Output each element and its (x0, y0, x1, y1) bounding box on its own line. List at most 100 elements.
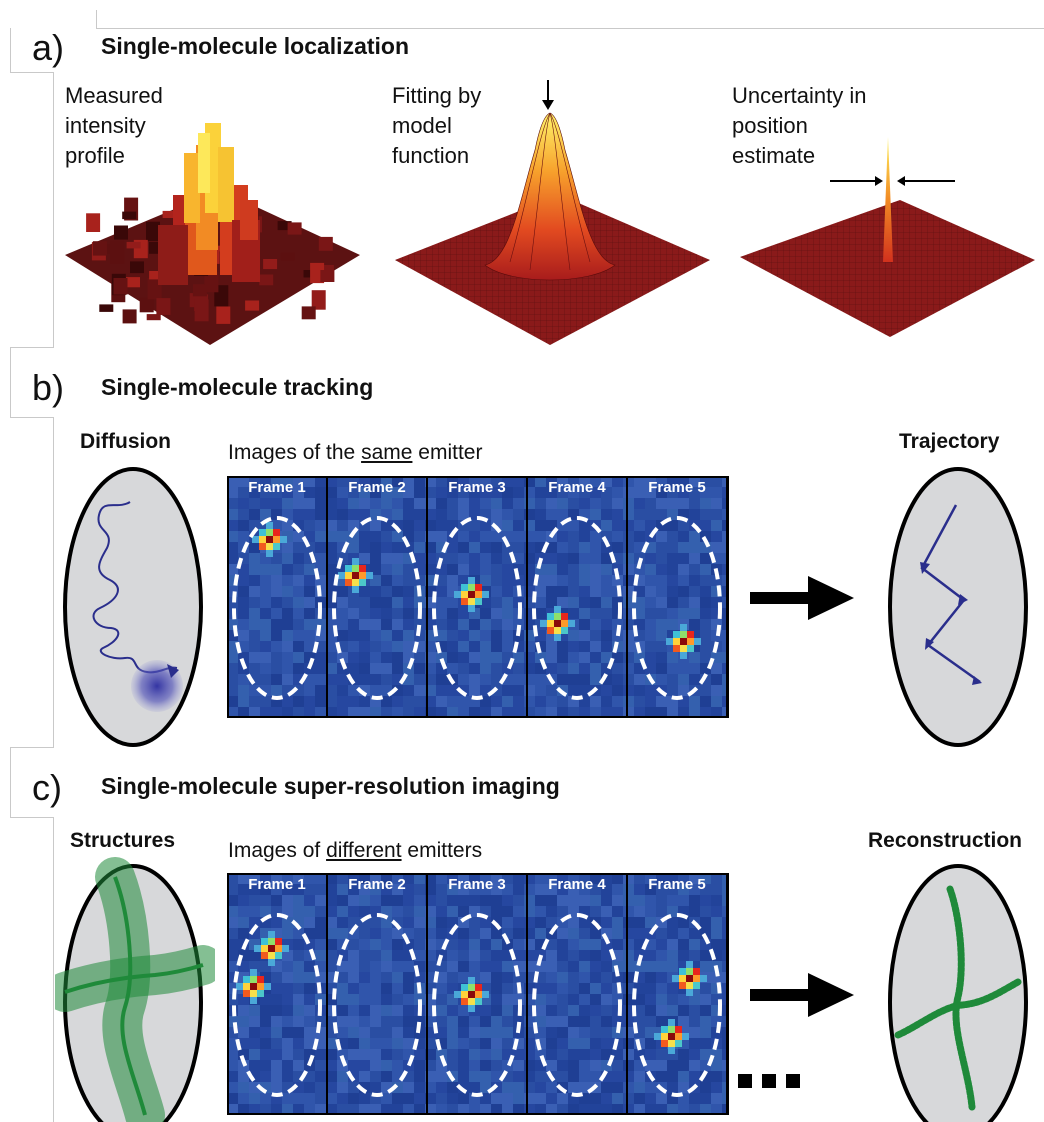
noise-pixel (304, 674, 315, 685)
noise-pixel (557, 1016, 568, 1027)
noise-pixel (656, 939, 667, 950)
noise-pixel (227, 895, 238, 906)
noise-pixel (425, 961, 436, 972)
noise-pixel (425, 520, 436, 531)
noise-pixel (722, 1093, 729, 1104)
noise-pixel (722, 983, 729, 994)
noise-pixel (359, 685, 370, 696)
noise-pixel (425, 917, 436, 928)
noise-pixel (425, 1027, 436, 1038)
noise-pixel (370, 1093, 381, 1104)
noise-pixel (425, 1049, 436, 1060)
noise-pixel (425, 575, 436, 586)
noise-pixel (414, 487, 425, 498)
noise-pixel (414, 509, 425, 520)
noise-pixel (634, 608, 645, 619)
noise-pixel (634, 619, 645, 630)
noise-pixel (293, 696, 304, 707)
noise-pixel (392, 1016, 403, 1027)
noise-pixel (502, 641, 513, 652)
noise-pixel (447, 586, 458, 597)
noise-pixel (414, 685, 425, 696)
noise-pixel (711, 939, 722, 950)
noise-pixel (381, 608, 392, 619)
noise-pixel (491, 1049, 502, 1060)
noise-pixel (403, 553, 414, 564)
noise-pixel (480, 696, 491, 707)
noise-pixel (546, 1005, 557, 1016)
noise-pixel (601, 674, 612, 685)
noise-pixel (590, 509, 601, 520)
noise-pixel (271, 1049, 282, 1060)
noise-pixel (469, 531, 480, 542)
noise-pixel (513, 641, 524, 652)
noise-pixel (392, 1027, 403, 1038)
noise-pixel (370, 939, 381, 950)
noise-pixel (546, 696, 557, 707)
noise-pixel (612, 608, 623, 619)
noise-pixel (304, 564, 315, 575)
noise-pixel (711, 884, 722, 895)
noise-pixel (381, 928, 392, 939)
noise-pixel (260, 487, 271, 498)
noise-pixel (271, 928, 282, 939)
noise-pixel (282, 1071, 293, 1082)
noise-pixel (458, 1093, 469, 1104)
noise-pixel (535, 498, 546, 509)
noise-pixel (623, 663, 634, 674)
noise-pixel (491, 509, 502, 520)
noise-pixel (304, 586, 315, 597)
noise-pixel (249, 873, 260, 884)
noise-pixel (557, 906, 568, 917)
noise-pixel (645, 509, 656, 520)
noise-pixel (700, 487, 711, 498)
noise-pixel (623, 961, 634, 972)
noise-bar (245, 300, 260, 311)
noise-pixel (557, 873, 568, 884)
noise-pixel (711, 895, 722, 906)
noise-pixel (304, 939, 315, 950)
noise-pixel (656, 1016, 667, 1027)
noise-pixel (447, 1038, 458, 1049)
noise-pixel (667, 619, 678, 630)
noise-pixel (656, 630, 667, 641)
noise-pixel (601, 1038, 612, 1049)
noise-pixel (293, 983, 304, 994)
noise-pixel (381, 619, 392, 630)
noise-pixel (392, 994, 403, 1005)
noise-pixel (524, 994, 535, 1005)
noise-pixel (590, 1038, 601, 1049)
noise-pixel (392, 928, 403, 939)
noise-pixel (249, 597, 260, 608)
noise-pixel (282, 972, 293, 983)
noise-pixel (293, 1049, 304, 1060)
noise-pixel (513, 674, 524, 685)
noise-bar (149, 271, 164, 280)
noise-pixel (524, 1038, 535, 1049)
noise-pixel (469, 873, 480, 884)
noise-pixel (568, 884, 579, 895)
noise-pixel (326, 928, 337, 939)
noise-pixel (722, 939, 729, 950)
noise-pixel (304, 1082, 315, 1093)
noise-pixel (370, 1038, 381, 1049)
noise-pixel (711, 597, 722, 608)
noise-pixel (700, 685, 711, 696)
noise-pixel (403, 696, 414, 707)
noise-pixel (370, 476, 381, 487)
noise-pixel (623, 1005, 634, 1016)
panel-c-letter: c) (32, 767, 62, 808)
noise-pixel (238, 674, 249, 685)
noise-pixel (568, 983, 579, 994)
noise-pixel (260, 641, 271, 652)
noise-pixel (678, 575, 689, 586)
noise-pixel (557, 707, 568, 718)
noise-pixel (667, 575, 678, 586)
cell-boundary-dashed (632, 913, 722, 1097)
noise-pixel (579, 674, 590, 685)
noise-pixel (348, 1038, 359, 1049)
noise-pixel (425, 531, 436, 542)
noise-pixel (337, 619, 348, 630)
tab-divider (10, 72, 54, 73)
noise-pixel (612, 696, 623, 707)
